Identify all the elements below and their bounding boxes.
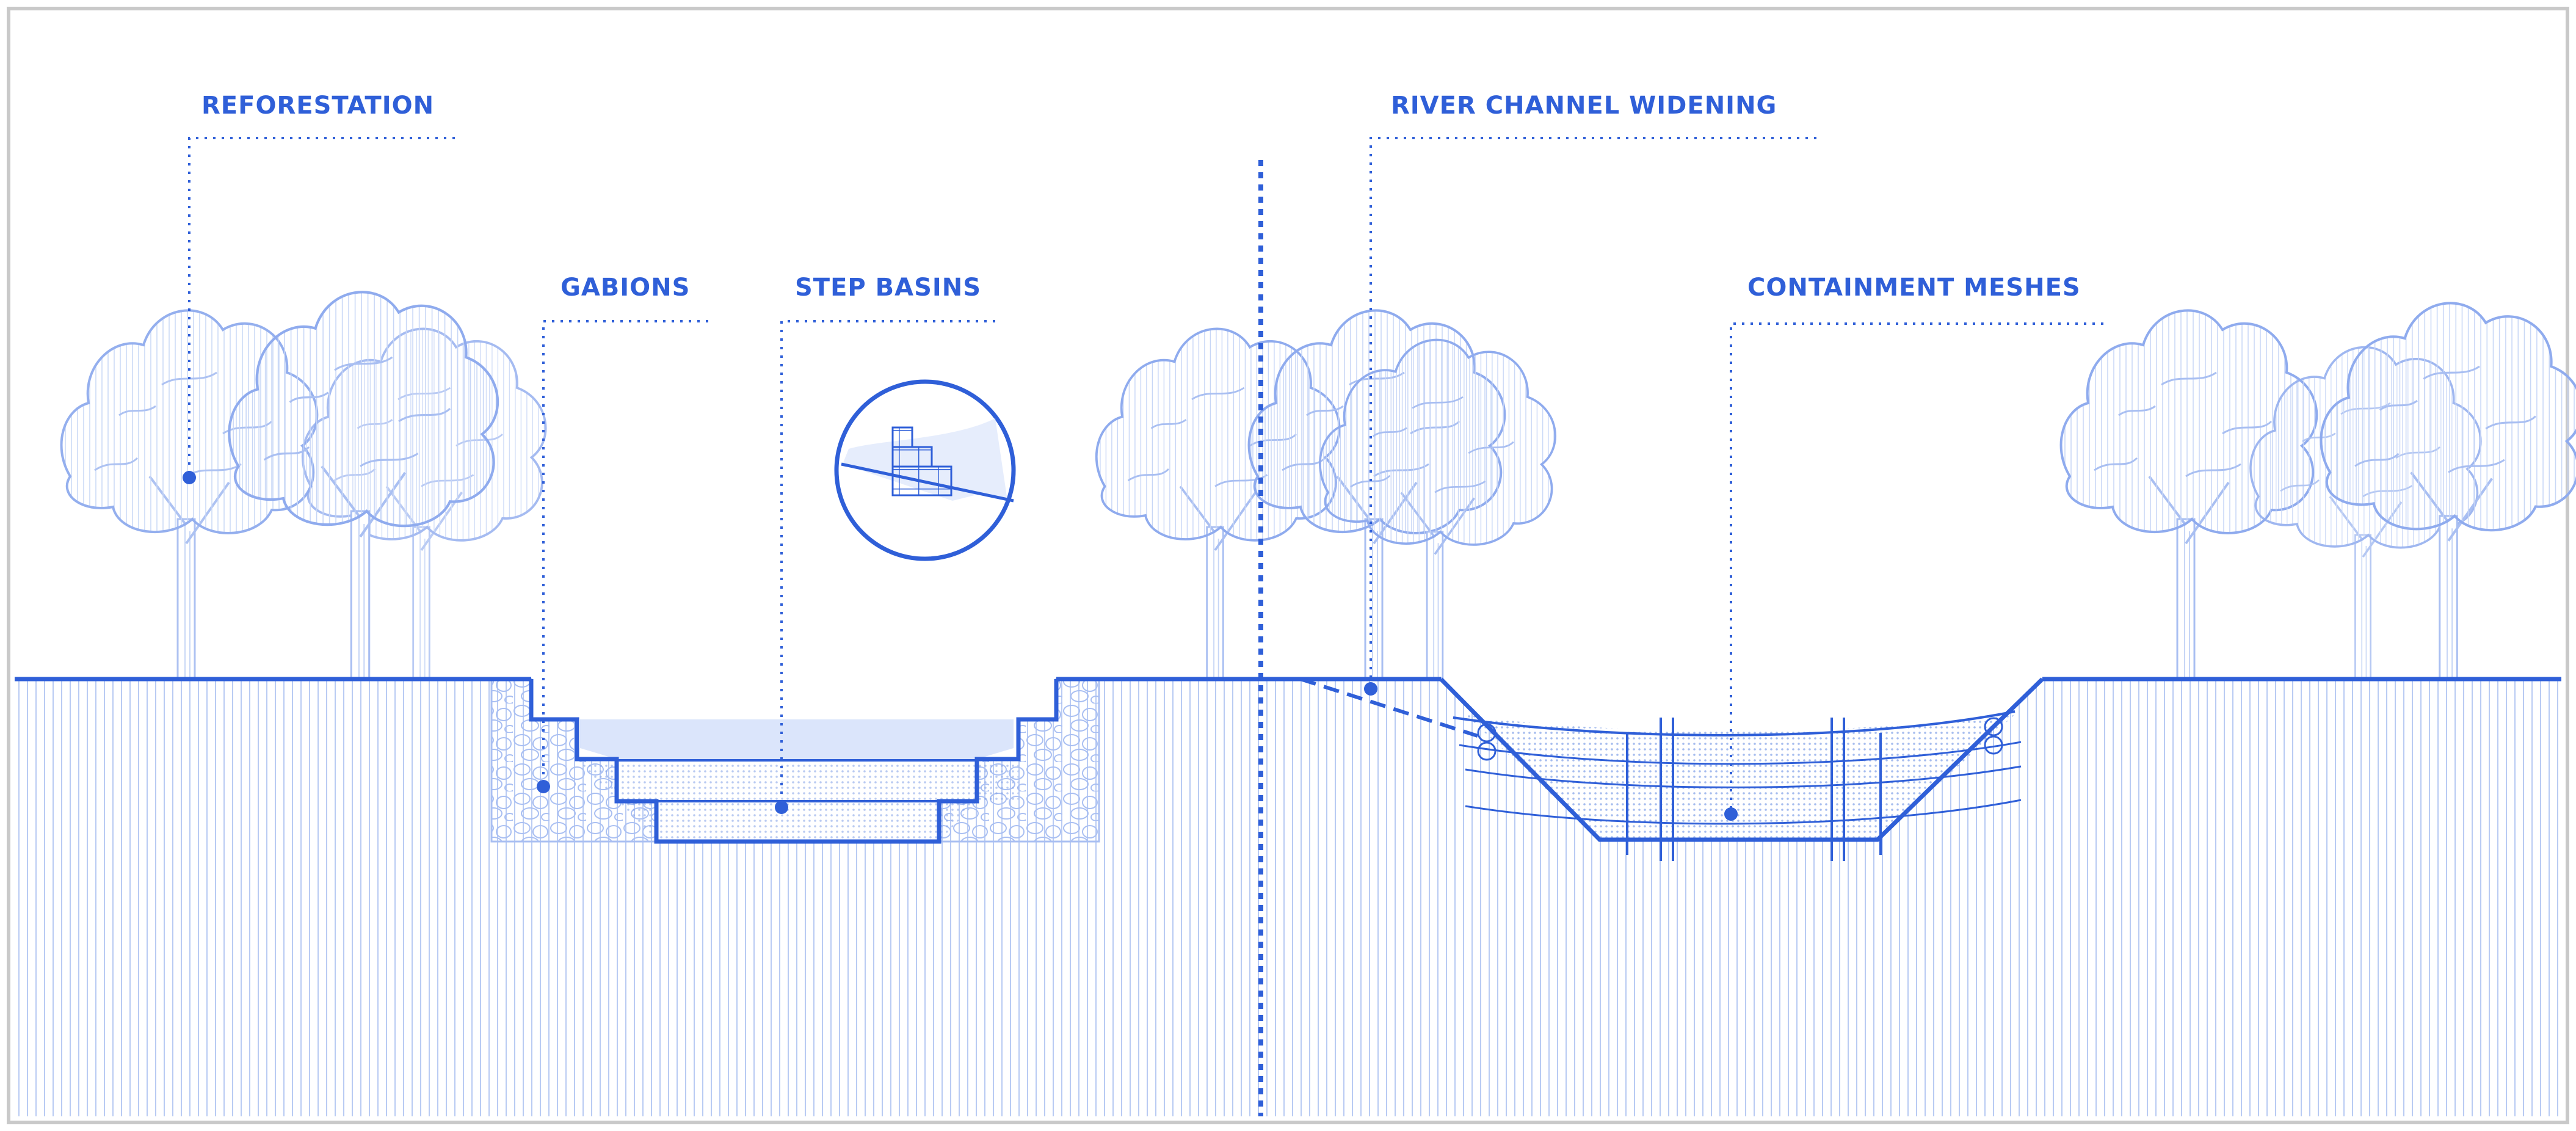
containment-mesh bbox=[1453, 710, 2022, 861]
step-basin-water bbox=[577, 719, 1018, 842]
leader-lines bbox=[188, 137, 2103, 814]
label-containment-meshes: CONTAINMENT MESHES bbox=[1747, 274, 2081, 302]
label-step-basins: STEP BASINS bbox=[795, 274, 981, 302]
label-reforestation: REFORESTATION bbox=[201, 92, 434, 120]
ground-soil bbox=[15, 679, 2561, 1116]
label-river-channel-widening: RIVER CHANNEL WIDENING bbox=[1391, 92, 1777, 120]
label-gabions: GABIONS bbox=[561, 274, 690, 302]
river-channel bbox=[1300, 677, 2044, 842]
leader-dots bbox=[183, 471, 1738, 821]
step-basin-outline bbox=[529, 679, 1059, 844]
step-basin-detail bbox=[834, 379, 1016, 561]
